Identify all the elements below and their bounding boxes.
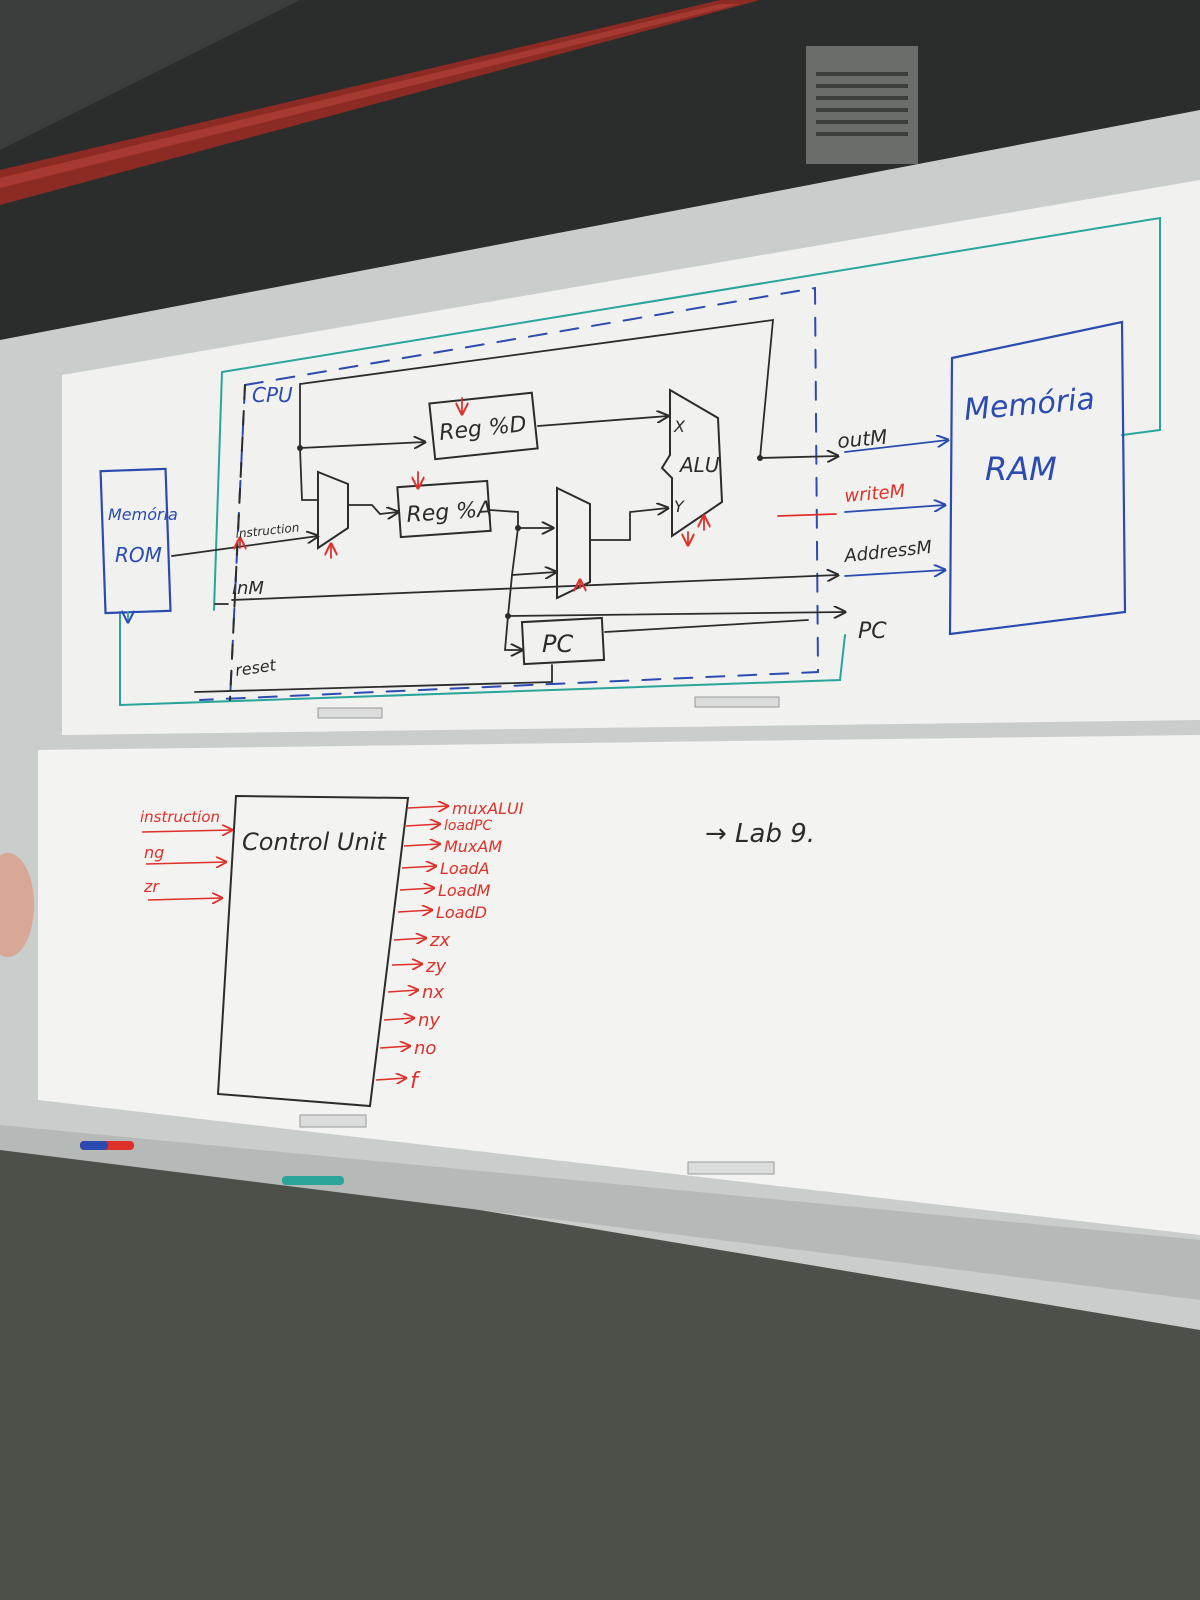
cu-input-ng: ng bbox=[144, 843, 164, 862]
board-clip bbox=[299, 1114, 367, 1128]
alu-y-label: Y bbox=[674, 497, 685, 516]
green-marker bbox=[282, 1176, 344, 1185]
red-pipe bbox=[0, 0, 760, 205]
pc-box bbox=[520, 616, 606, 666]
cu-outputs bbox=[375, 806, 448, 1080]
black-wires bbox=[171, 318, 845, 693]
rom-label-line2: ROM bbox=[115, 543, 162, 567]
board-clip bbox=[694, 696, 780, 708]
pc-out-label: PC bbox=[858, 619, 887, 644]
mux-am bbox=[317, 470, 349, 550]
control-unit-diagram: Control Unit instruction ng zr muxALUI l… bbox=[140, 794, 815, 1108]
cu-output-loadpc: loadPC bbox=[444, 818, 492, 834]
cu-output-nx: nx bbox=[422, 982, 444, 1003]
pipe-highlight bbox=[0, 4, 740, 188]
vent-grille bbox=[806, 46, 918, 164]
cu-inputs bbox=[141, 830, 232, 900]
cu-output-loadd: LoadD bbox=[436, 903, 487, 922]
cu-output-muxalui: muxALUI bbox=[452, 799, 524, 818]
ceiling-duct bbox=[0, 0, 300, 150]
reg-d-box bbox=[428, 391, 539, 461]
upper-board bbox=[62, 180, 1200, 735]
control-unit-label: Control Unit bbox=[242, 828, 387, 856]
cpu-label: CPU bbox=[252, 383, 293, 407]
cu-output-loada: LoadA bbox=[440, 859, 490, 878]
vent-slats bbox=[816, 72, 908, 136]
wire-junctions bbox=[297, 445, 763, 619]
alu-x-label: X bbox=[673, 417, 686, 436]
ram-label-line2: RAM bbox=[985, 450, 1057, 488]
rom-label-line1: Memória bbox=[108, 505, 178, 524]
lab-note: → Lab 9. bbox=[705, 819, 815, 849]
outm-label: outM bbox=[836, 425, 888, 453]
blue-output-arrows bbox=[128, 440, 948, 622]
pc-box-label: PC bbox=[542, 630, 573, 658]
board-clip bbox=[317, 707, 383, 719]
lower-board bbox=[38, 735, 1200, 1235]
cu-output-no: no bbox=[414, 1038, 436, 1059]
marker-tray bbox=[0, 1125, 1200, 1300]
cu-output-loadm: LoadM bbox=[438, 881, 491, 900]
cu-output-f: f bbox=[410, 1069, 421, 1094]
cu-output-zy: zy bbox=[425, 956, 446, 977]
cu-output-zx: zx bbox=[429, 930, 450, 951]
cu-output-ny: ny bbox=[418, 1010, 440, 1031]
reg-a-label: Reg %A bbox=[406, 497, 493, 528]
cu-input-zr: zr bbox=[143, 877, 160, 896]
inm-label: inM bbox=[232, 578, 264, 599]
cu-input-instruction: instruction bbox=[140, 808, 220, 826]
cu-output-muxam: MuxAM bbox=[444, 837, 502, 856]
board-clip bbox=[687, 1161, 775, 1175]
instruction-label: instruction bbox=[235, 520, 300, 541]
ram-box bbox=[948, 320, 1127, 636]
blue-marker bbox=[80, 1141, 108, 1150]
alu-label: ALU bbox=[678, 453, 720, 477]
control-unit-box bbox=[216, 794, 410, 1108]
hand bbox=[0, 853, 34, 957]
red-control-arrows bbox=[240, 397, 945, 588]
teal-outline bbox=[119, 216, 1161, 707]
alu-shape bbox=[660, 388, 724, 538]
mux-alu bbox=[556, 486, 591, 600]
rom-box bbox=[99, 467, 172, 615]
